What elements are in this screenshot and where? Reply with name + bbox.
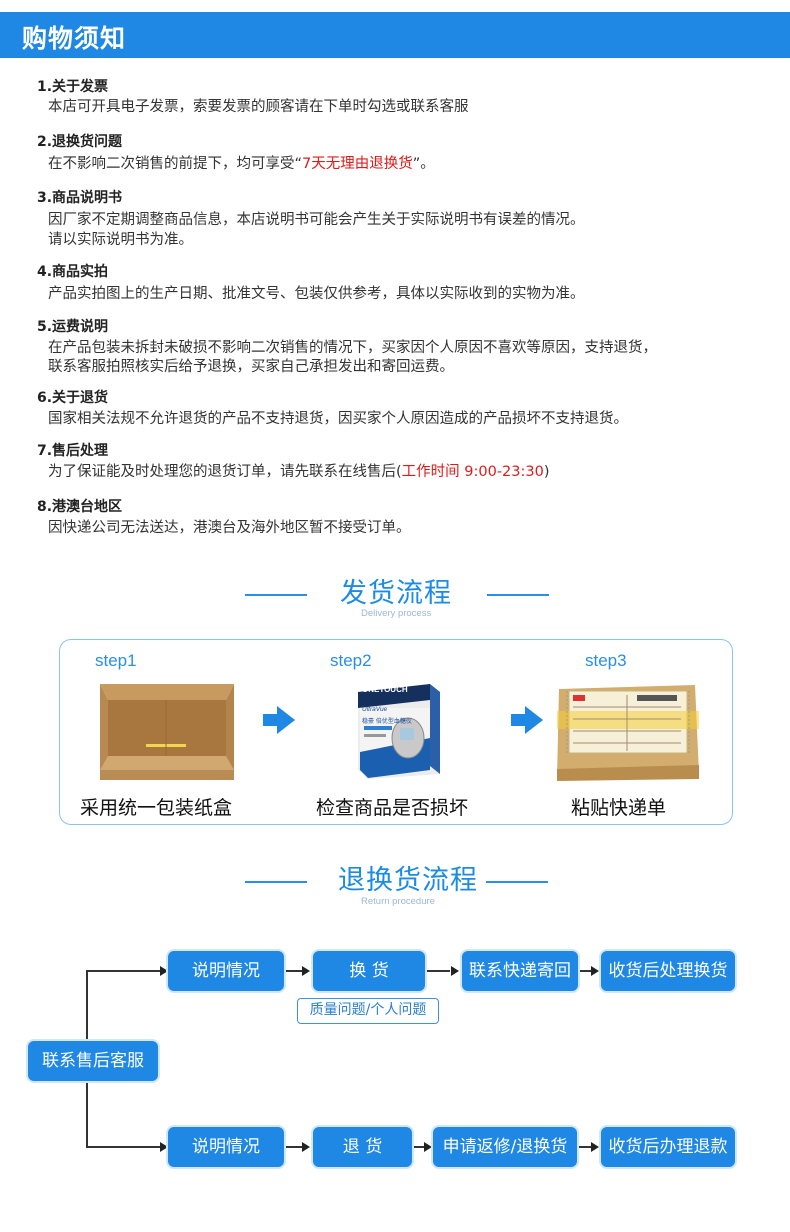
delivery-title: 发货流程	[340, 578, 452, 609]
delivery-line-left	[245, 594, 307, 596]
flow-arrow-1-body	[263, 714, 277, 726]
aftersale-text-pre: 为了保证能及时处理您的退货订单，请先联系在线售后(	[48, 464, 402, 480]
page-title: 购物须知	[22, 24, 127, 53]
connector-to-exchange	[86, 970, 162, 972]
shipping-label-box-image	[557, 685, 699, 781]
arrowhead-refund-3	[424, 1142, 432, 1152]
aftersale-text-post: )	[543, 464, 550, 480]
notice-body-returns: 在不影响二次销售的前提下，均可享受“7天无理由退换货”。	[48, 154, 435, 175]
connector-ex-4	[578, 970, 592, 972]
exchange-reason-tag: 质量问题/个人问题	[297, 998, 439, 1024]
product-brand: ONETOUCH	[362, 685, 408, 694]
notice-body-aftersale: 为了保证能及时处理您的退货订单，请先联系在线售后(工作时间 9:00-23:30…	[48, 462, 550, 483]
connector-to-refund	[86, 1146, 162, 1148]
arrowhead-exchange-2	[302, 966, 310, 976]
delivery-line-right	[487, 594, 549, 596]
header-bar: 购物须知	[0, 12, 790, 58]
returns-line-right	[486, 881, 548, 883]
notice-title-returns: 2.退换货问题	[37, 134, 123, 150]
notice-body-shipping-1: 在产品包装未拆封未破损不影响二次销售的情况下，买家因个人原因不喜欢等原因，支持退…	[48, 340, 657, 356]
returns-text-pre: 在不影响二次销售的前提下，均可享受“	[48, 156, 303, 172]
step1-caption: 采用统一包装纸盒	[80, 797, 233, 819]
step3-caption: 粘贴快递单	[571, 797, 667, 819]
notice-title-shipping: 5.运费说明	[37, 319, 109, 335]
refund-box: 退 货	[313, 1127, 412, 1167]
refund-explain-box: 说明情况	[168, 1127, 284, 1167]
contact-service-box: 联系售后客服	[28, 1041, 158, 1081]
connector-ex-2	[286, 970, 304, 972]
connector-rf-4	[578, 1146, 592, 1148]
notice-title-aftersale: 7.售后处理	[37, 443, 109, 459]
returns-line-left	[245, 881, 307, 883]
step3-label: step3	[585, 651, 627, 670]
arrowhead-exchange-1	[160, 966, 168, 976]
notice-title-invoice: 1.关于发票	[37, 79, 109, 95]
notice-title-manual: 3.商品说明书	[37, 190, 123, 206]
work-hours: 工作时间 9:00-23:30	[401, 464, 544, 480]
arrowhead-refund-1	[160, 1142, 168, 1152]
step2-label: step2	[330, 651, 372, 670]
notice-body-manual-1: 因厂家不定期调整商品信息，本店说明书可能会产生关于实际说明书有误差的情况。	[48, 212, 585, 228]
exchange-explain-box: 说明情况	[168, 951, 284, 991]
notice-body-refund: 国家相关法规不允许退货的产品不支持退货，因买家个人原因造成的产品损坏不支持退货。	[48, 411, 628, 427]
arrowhead-exchange-3	[451, 966, 459, 976]
cardboard-box-image	[100, 684, 234, 780]
notice-body-shipping-2: 联系客服拍照核实后给予退换，买家自己承担发出和寄回运费。	[48, 359, 454, 375]
arrowhead-exchange-4	[591, 966, 599, 976]
exchange-process-box: 收货后处理换货	[601, 951, 735, 991]
connector-rf-2	[286, 1146, 304, 1148]
notice-body-manual-2: 请以实际说明书为准。	[48, 232, 193, 248]
notice-title-photos: 4.商品实拍	[37, 264, 109, 280]
flow-arrow-2-body	[511, 714, 525, 726]
notice-title-region: 8.港澳台地区	[37, 499, 123, 515]
returns-text-post: ”。	[412, 156, 435, 172]
connector-ex-3	[426, 970, 450, 972]
notice-body-photos: 产品实拍图上的生产日期、批准文号、包装仅供参考，具体以实际收到的实物为准。	[48, 286, 585, 302]
exchange-ship-back-box: 联系快递寄回	[462, 951, 578, 991]
returns-subtitle: Return procedure	[361, 896, 435, 907]
notice-body-invoice: 本店可开具电子发票，索要发票的顾客请在下单时勾选或联系客服	[48, 99, 469, 115]
connector-rf-3	[413, 1146, 425, 1148]
step1-label: step1	[95, 651, 137, 670]
returns-title: 退换货流程	[338, 865, 478, 896]
refund-apply-box: 申请返修/退换货	[433, 1127, 577, 1167]
returns-highlight: 7天无理由退换货	[302, 156, 413, 172]
product-line: UltraVue	[362, 706, 388, 713]
flow-arrow-1-head	[277, 706, 295, 734]
exchange-box: 换 货	[313, 951, 425, 991]
product-name: 稳豪 倍优型血糖仪	[362, 718, 412, 725]
notice-body-region: 因快递公司无法送达，港澳台及海外地区暂不接受订单。	[48, 520, 411, 536]
connector-start-down	[86, 1079, 88, 1147]
delivery-subtitle: Delivery process	[361, 608, 432, 619]
step2-caption: 检查商品是否损坏	[316, 797, 469, 819]
connector-start-up	[86, 970, 88, 1047]
flow-arrow-2-head	[525, 706, 543, 734]
arrowhead-refund-2	[302, 1142, 310, 1152]
meter-package-image	[358, 684, 440, 779]
refund-process-box: 收货后办理退款	[601, 1127, 735, 1167]
notice-title-refund: 6.关于退货	[37, 390, 109, 406]
arrowhead-refund-4	[591, 1142, 599, 1152]
